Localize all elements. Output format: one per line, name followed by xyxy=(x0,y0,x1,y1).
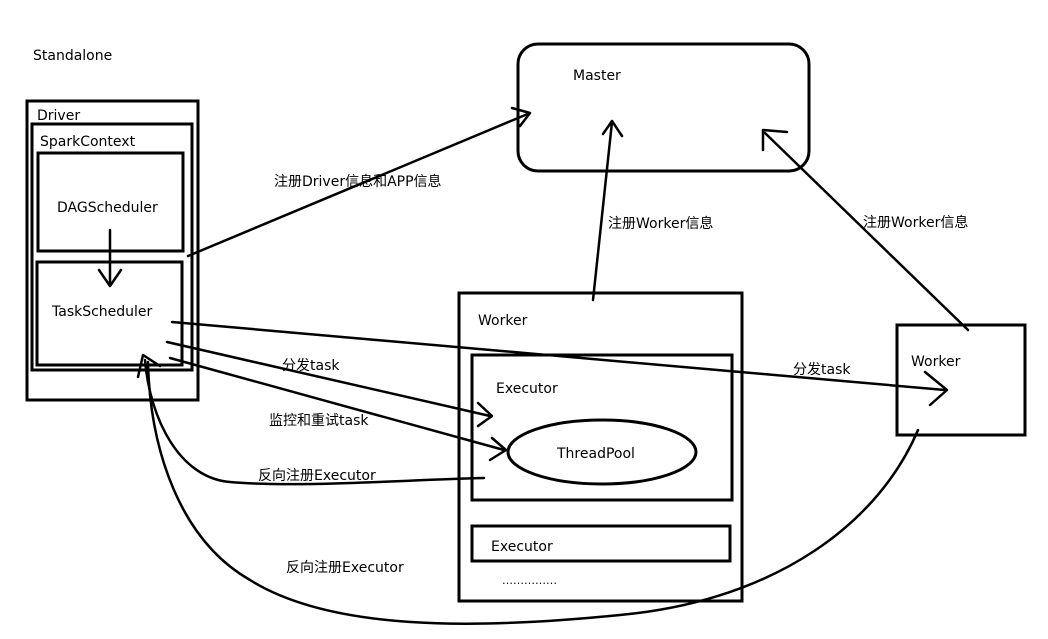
dag-to-task-arrow xyxy=(97,228,123,288)
worker-right-node: Worker xyxy=(895,323,1027,437)
dispatch-task-right-arrow xyxy=(170,320,949,407)
edge-monitor-retry: 监控和重试task xyxy=(168,356,508,462)
edge-reverse-register-main: 反向注册Executor xyxy=(136,353,486,486)
reverse-register-right-label: 反向注册Executor xyxy=(286,560,404,576)
dag-scheduler-label: DAGScheduler xyxy=(57,200,158,216)
edge-register-worker-right: 注册Worker信息 xyxy=(761,128,970,332)
register-worker-main-label: 注册Worker信息 xyxy=(608,215,713,232)
executor-1-label: Executor xyxy=(496,381,558,397)
worker-main-box xyxy=(457,291,744,603)
dispatch-task-main-arrow xyxy=(165,340,494,428)
reverse-register-main-arrow xyxy=(136,353,486,486)
thread-pool-label: ThreadPool xyxy=(556,446,635,462)
executor-1-box xyxy=(470,353,734,502)
executor-2-label: Executor xyxy=(491,539,553,555)
monitor-retry-arrow xyxy=(168,356,508,462)
master-node: Master xyxy=(516,42,811,173)
edge-register-worker-main: 注册Worker信息 xyxy=(591,119,713,302)
reverse-register-right-arrow xyxy=(146,360,920,625)
register-driver-arrow xyxy=(186,106,532,258)
thread-pool-ellipse xyxy=(506,418,698,486)
register-worker-right-arrow xyxy=(761,128,970,332)
worker-main-node: Worker Executor ThreadPool Executor …………… xyxy=(457,291,744,603)
spark-context-box xyxy=(30,122,194,372)
reverse-register-main-label: 反向注册Executor xyxy=(258,468,376,484)
dispatch-task-right-label: 分发task xyxy=(793,362,851,378)
worker-main-label: Worker xyxy=(478,313,528,329)
edge-dispatch-task-main: 分发task xyxy=(165,340,494,428)
spark-context-label: SparkContext xyxy=(40,134,136,150)
dispatch-task-main-label: 分发task xyxy=(282,358,340,374)
worker-right-box xyxy=(895,323,1027,437)
edge-dispatch-task-right: 分发task xyxy=(170,320,949,407)
register-worker-main-arrow xyxy=(591,119,624,302)
worker-right-label: Worker xyxy=(911,354,961,370)
edge-register-driver: 注册Driver信息和APP信息 xyxy=(186,106,532,258)
diagram-title: Standalone xyxy=(33,48,112,64)
more-executors-ellipsis: …………… xyxy=(502,574,557,587)
edge-reverse-register-right: 反向注册Executor xyxy=(146,360,920,625)
master-label: Master xyxy=(573,68,621,84)
monitor-retry-label: 监控和重试task xyxy=(269,413,369,429)
executor-2-box xyxy=(470,524,732,563)
register-driver-label: 注册Driver信息和APP信息 xyxy=(274,173,442,190)
register-worker-right-label: 注册Worker信息 xyxy=(863,214,968,231)
driver-node: Driver SparkContext DAGScheduler TaskSch… xyxy=(25,99,200,402)
master-box xyxy=(516,42,811,173)
task-scheduler-label: TaskScheduler xyxy=(51,304,153,320)
driver-label: Driver xyxy=(37,108,80,124)
